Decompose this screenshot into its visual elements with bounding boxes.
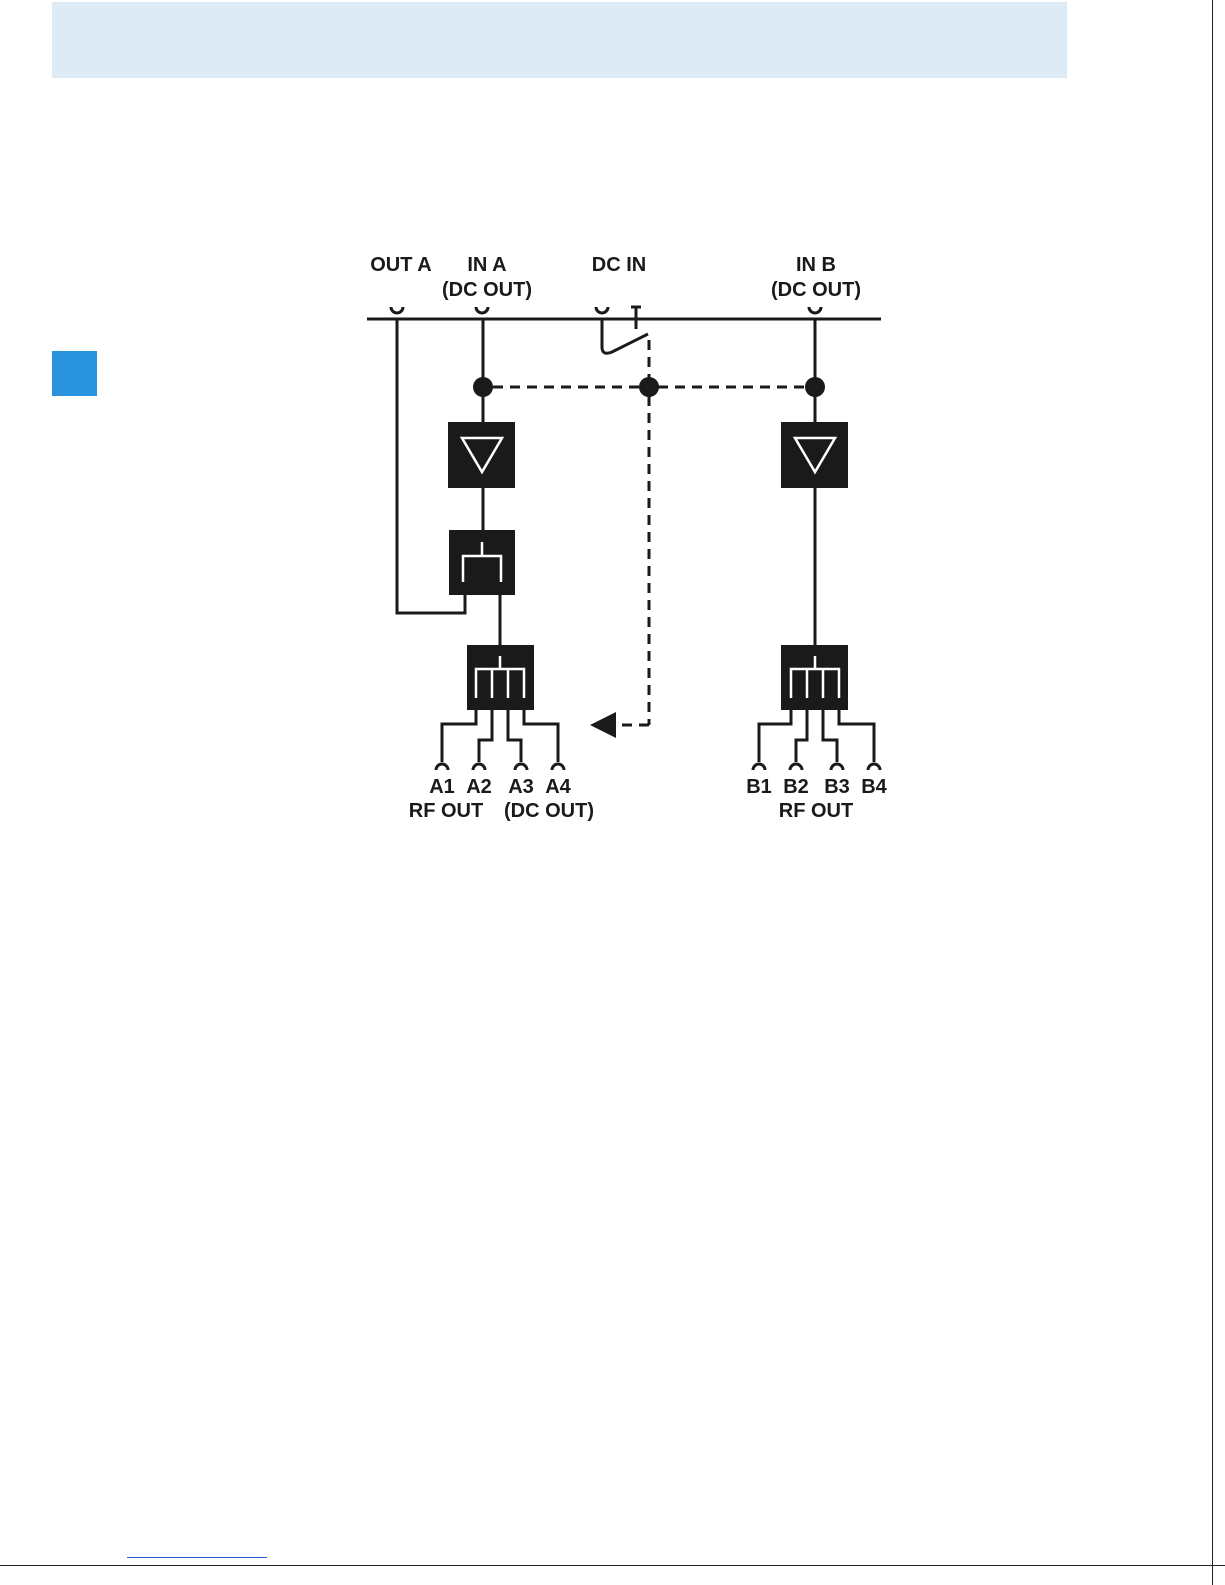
junction-b-icon xyxy=(805,377,825,397)
in-b-connector-icon xyxy=(809,307,821,313)
a3-connector-icon xyxy=(515,764,527,770)
label-b3: B3 xyxy=(824,776,850,798)
dc-in-connector-icon xyxy=(596,307,608,313)
a4-wire xyxy=(524,710,558,762)
b1-wire xyxy=(759,710,791,762)
label-a3: A3 xyxy=(508,776,534,798)
label-in-b-dc-out: (DC OUT) xyxy=(771,279,861,301)
label-a1: A1 xyxy=(429,776,455,798)
label-b-rf-out: RF OUT xyxy=(779,800,853,822)
amplifier-b-icon xyxy=(781,422,848,488)
two-way-splitter-a-icon xyxy=(449,530,515,595)
b3-connector-icon xyxy=(831,764,843,770)
label-dc-in: DC IN xyxy=(592,254,646,276)
amplifier-a-icon xyxy=(448,422,515,488)
dc-arrow-icon xyxy=(590,712,616,738)
a2-connector-icon xyxy=(473,764,485,770)
a4-connector-icon xyxy=(552,764,564,770)
label-a-rf-out: RF OUT xyxy=(409,800,483,822)
out-a-connector-icon xyxy=(391,307,403,313)
b3-wire xyxy=(823,710,837,762)
a2-wire xyxy=(479,710,492,762)
a1-connector-icon xyxy=(436,764,448,770)
b4-wire xyxy=(839,710,874,762)
dc-switch-icon xyxy=(602,319,648,353)
a1-wire xyxy=(442,710,476,762)
label-a-dc-out: (DC OUT) xyxy=(504,800,594,822)
label-in-b: IN B xyxy=(796,254,836,276)
a3-wire xyxy=(508,710,521,762)
label-out-a: OUT A xyxy=(370,254,431,276)
four-way-splitter-a-icon xyxy=(467,645,534,710)
four-way-splitter-b-icon xyxy=(781,645,848,710)
label-a4: A4 xyxy=(545,776,571,798)
label-in-a-dc-out: (DC OUT) xyxy=(442,279,532,301)
junction-a-icon xyxy=(473,377,493,397)
b4-connector-icon xyxy=(868,764,880,770)
b2-wire xyxy=(796,710,807,762)
label-b1: B1 xyxy=(746,776,772,798)
b2-connector-icon xyxy=(790,764,802,770)
label-a2: A2 xyxy=(466,776,492,798)
label-in-a: IN A xyxy=(467,254,506,276)
label-b2: B2 xyxy=(783,776,809,798)
junction-dc-icon xyxy=(639,377,659,397)
b1-connector-icon xyxy=(753,764,765,770)
label-b4: B4 xyxy=(861,776,887,798)
in-a-connector-icon xyxy=(476,307,488,313)
